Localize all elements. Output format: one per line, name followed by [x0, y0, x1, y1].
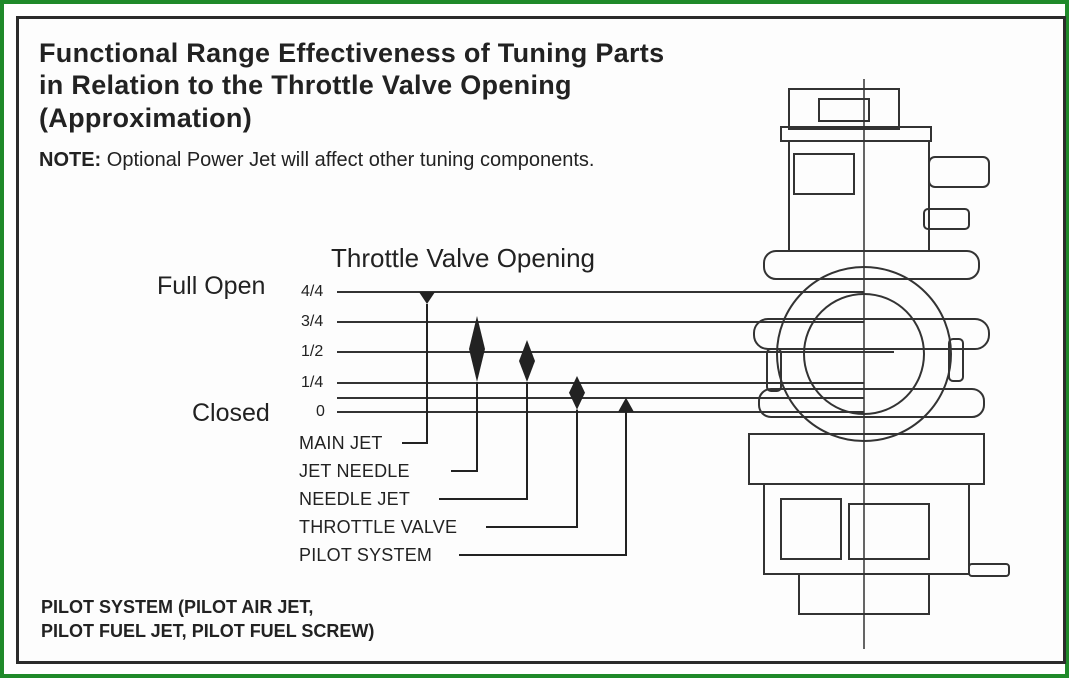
axis-title: Throttle Valve Opening — [331, 243, 595, 273]
diagram-graphics — [337, 79, 1010, 649]
range-marker-throttle-valve — [569, 376, 585, 410]
leader-line-throttle-valve — [486, 409, 578, 528]
part-label-needle-jet: NEEDLE JET — [299, 489, 411, 509]
range-markers — [402, 292, 634, 556]
throttle-level-lines — [337, 291, 894, 413]
leader-line-needle-jet — [439, 382, 528, 500]
footnote-line-2: PILOT FUEL JET, PILOT FUEL SCREW) — [41, 621, 375, 641]
full-open-label: Full Open — [157, 272, 266, 300]
footnote-line-1: PILOT SYSTEM (PILOT AIR JET, — [41, 597, 314, 617]
leader-line-pilot-system — [459, 412, 627, 556]
note-text: Optional Power Jet will affect other tun… — [106, 149, 595, 171]
closed-label: Closed — [192, 399, 270, 427]
carb-float-bowl — [763, 483, 970, 575]
range-marker-jet-needle — [469, 316, 485, 382]
tick-label-4-4: 4/4 — [301, 283, 324, 300]
carb-upper-body — [788, 140, 930, 252]
title-line-2: in Relation to the Throttle Valve Openin… — [39, 70, 572, 100]
tick-label-1-4: 1/4 — [301, 374, 324, 391]
tick-label-0: 0 — [316, 403, 325, 420]
tick-label-1-2: 1/2 — [301, 343, 324, 360]
range-marker-pilot-system — [618, 397, 634, 412]
note-label: NOTE: — [39, 149, 102, 171]
diagram-frame: Functional Range Effectiveness of Tuning… — [4, 4, 1066, 674]
diagram-panel: Functional Range Effectiveness of Tuning… — [16, 16, 1066, 664]
carb-top-cap — [788, 88, 900, 130]
carburetor-illustration — [748, 79, 1010, 649]
part-label-main-jet: MAIN JET — [299, 433, 383, 453]
leader-line-jet-needle — [451, 382, 478, 472]
carb-throat-band-top — [763, 250, 980, 280]
leader-line-main-jet — [402, 304, 428, 444]
carb-side-fitting — [928, 156, 990, 188]
title-line-3: (Approximation) — [39, 103, 252, 133]
title-line-1: Functional Range Effectiveness of Tuning… — [39, 38, 665, 68]
part-label-jet-needle: JET NEEDLE — [299, 461, 410, 481]
part-label-pilot-system: PILOT SYSTEM — [299, 545, 433, 565]
tick-label-3-4: 3/4 — [301, 313, 324, 330]
carb-throat-band-bottom — [758, 388, 985, 418]
part-label-throttle-valve: THROTTLE VALVE — [299, 517, 458, 537]
range-marker-needle-jet — [519, 340, 535, 382]
range-marker-main-jet — [419, 292, 435, 304]
note: NOTE: Optional Power Jet will affect oth… — [39, 149, 594, 172]
